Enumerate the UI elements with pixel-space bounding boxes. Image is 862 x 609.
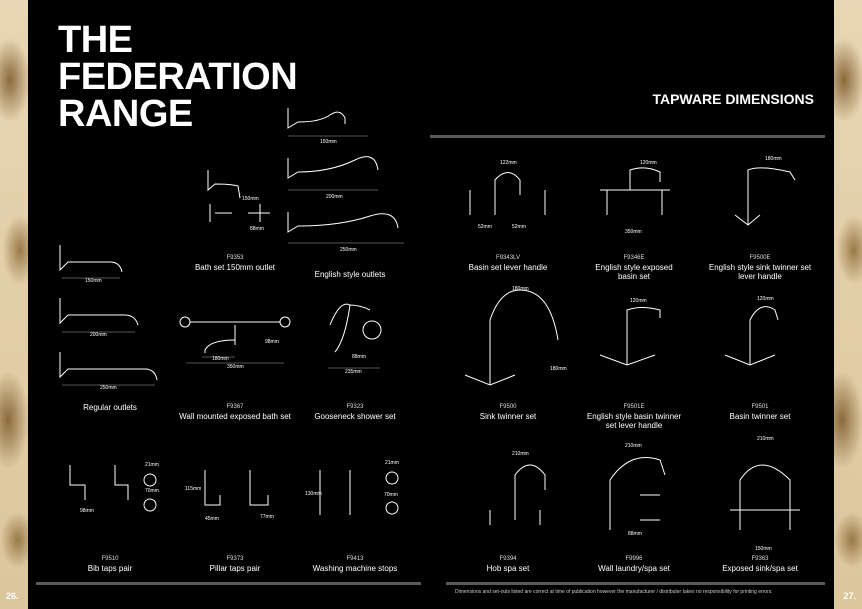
dimension-label: 115mm <box>185 486 201 492</box>
dimension-label: 88mm <box>628 531 642 537</box>
dimension-label: 210mm <box>757 436 774 442</box>
regular-outlet-drawing: 150mm 200mm 250mm <box>59 245 158 391</box>
dimension-label: 180mm <box>765 156 782 162</box>
dimension-label: 210mm <box>625 443 642 449</box>
divider <box>430 135 825 138</box>
product-caption: Regular outlets <box>83 403 137 412</box>
decorative-border-right <box>834 0 862 609</box>
wall-laundry-drawing: 210mm 88mm <box>609 443 666 537</box>
gooseneck-shower-drawing: 88mm 235mm <box>328 303 382 375</box>
pillar-taps-drawing: 115mm 45mm 77mm <box>185 470 274 522</box>
dimension-label: 235mm <box>345 369 362 375</box>
decorative-border-left <box>0 0 28 609</box>
dimension-label: 21mm <box>145 462 159 468</box>
dimension-label: 77mm <box>260 514 274 520</box>
dimension-label: 45mm <box>205 516 219 522</box>
dimension-label: 88mm <box>352 354 366 360</box>
basin-twinner-drawing: 120mm <box>724 296 779 366</box>
exposed-basin-drawing: 120mm 350mm <box>600 160 670 235</box>
divider <box>446 582 825 585</box>
basin-twinner-lever-drawing: 120mm <box>599 298 661 366</box>
dimension-label: 150mm <box>242 196 259 202</box>
dimension-label: 180mm <box>550 366 567 372</box>
dimension-label: 150mm <box>320 139 337 145</box>
hob-spa-drawing: 210mm <box>489 451 546 525</box>
dimension-label: 180mm <box>212 356 229 362</box>
basin-set-lever-drawing: 122mm 52mm 52mm <box>469 160 546 230</box>
page-number-right: 27. <box>843 591 856 601</box>
dimension-label: 120mm <box>757 296 774 302</box>
dimension-label: 98mm <box>80 508 94 514</box>
exposed-sink-drawing: 210mm 150mm <box>730 436 800 552</box>
section-subtitle: TAPWARE DIMENSIONS <box>652 91 814 107</box>
dimension-label: 180mm <box>512 286 529 292</box>
dimension-label: 250mm <box>100 385 117 391</box>
dimension-label: 210mm <box>512 451 529 457</box>
bib-taps-drawing: 98mm 21mm 70mm <box>69 462 159 514</box>
dimension-label: 70mm <box>145 488 159 494</box>
dimension-label: 350mm <box>227 364 244 370</box>
washing-machine-stops-drawing: 130mm 21mm 70mm <box>305 460 399 515</box>
dimension-label: 122mm <box>500 160 517 166</box>
dimension-label: 200mm <box>90 332 107 338</box>
dimension-label: 52mm <box>512 224 526 230</box>
disclaimer: Dimensions and set-outs listed are corre… <box>455 589 773 595</box>
dimension-label: 88mm <box>250 226 264 232</box>
sink-twinner-lever-drawing: 180mm <box>734 156 796 226</box>
dimension-label: 130mm <box>305 491 322 497</box>
dimension-label: 150mm <box>85 278 102 284</box>
dimension-label: 250mm <box>340 247 357 253</box>
dimension-label: 70mm <box>384 492 398 498</box>
dimension-label: 52mm <box>478 224 492 230</box>
page-number-left: 26. <box>6 591 19 601</box>
dimension-label: 350mm <box>625 229 642 235</box>
english-outlet-drawing: 150mm 200mm 250mm <box>287 108 404 253</box>
dimension-label: 120mm <box>640 160 657 166</box>
dimension-label: 21mm <box>385 460 399 466</box>
title-line: THE <box>58 19 133 61</box>
wall-mounted-bath-drawing: 180mm 350mm 98mm <box>179 316 291 370</box>
product-caption: English style outlets <box>314 270 386 279</box>
bath-set-drawing: 150mm 88mm <box>207 170 270 232</box>
title-line: FEDERATION <box>58 56 298 98</box>
title-line: RANGE <box>58 93 193 135</box>
page-title: THE FEDERATION RANGE <box>58 19 298 135</box>
dimension-label: 98mm <box>265 339 279 345</box>
divider <box>36 582 421 585</box>
dimension-label: 150mm <box>755 546 772 552</box>
dimension-label: 120mm <box>630 298 647 304</box>
dimension-label: 200mm <box>326 194 343 200</box>
sink-twinner-drawing: 180mm 180mm <box>464 286 567 386</box>
